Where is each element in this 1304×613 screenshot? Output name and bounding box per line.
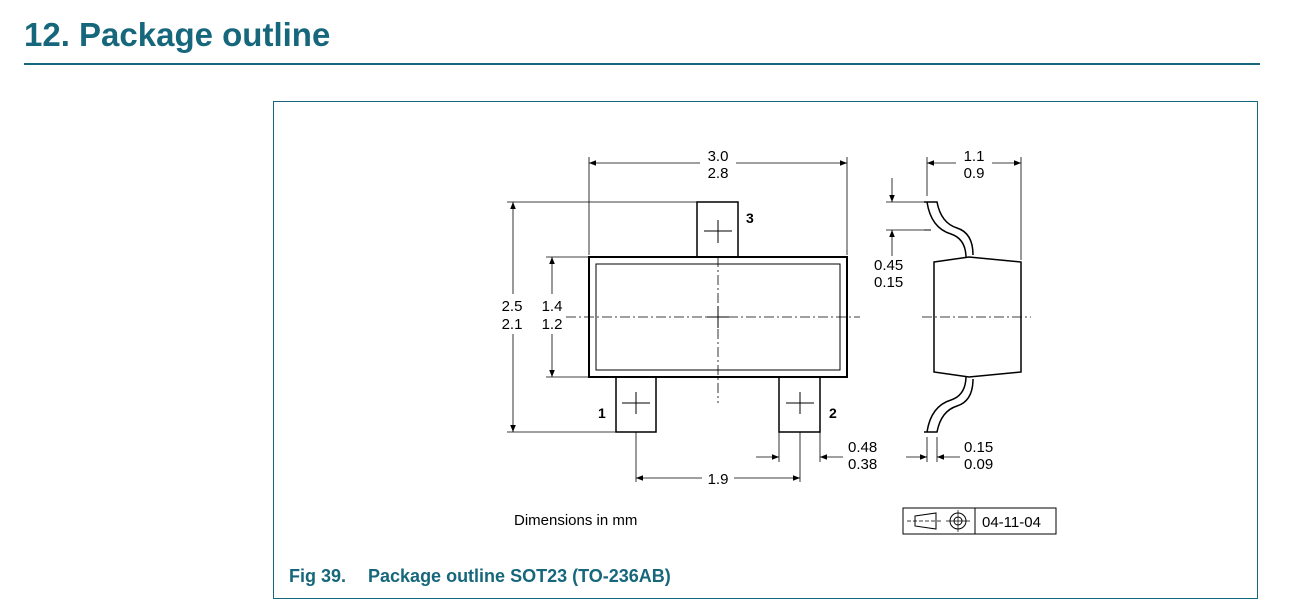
pin-3-label: 3 bbox=[746, 210, 754, 226]
pin-2-lead bbox=[778, 376, 821, 433]
pin-3-lead bbox=[696, 201, 739, 258]
projection-code: 04-11-04 bbox=[982, 514, 1041, 531]
truncated-cone-icon bbox=[914, 512, 937, 530]
title-divider bbox=[24, 63, 1260, 65]
section-title: 12. Package outline bbox=[24, 16, 331, 53]
dim-body-length-min: 2.8 bbox=[708, 165, 729, 182]
side-lead-lower bbox=[924, 378, 974, 433]
dim-pitch-label: 1.9 bbox=[708, 471, 729, 488]
dim-height-min: 0.9 bbox=[964, 165, 985, 182]
dim-body-width-max: 1.4 bbox=[542, 298, 563, 315]
pin-2-label: 2 bbox=[829, 405, 837, 421]
dim-body-width-min: 1.2 bbox=[542, 316, 563, 333]
figure-caption: Fig 39. Package outline SOT23 (TO-236AB) bbox=[289, 566, 671, 587]
dim-height-max: 1.1 bbox=[964, 148, 985, 165]
dim-overall-width-max: 2.5 bbox=[502, 298, 523, 315]
side-view bbox=[886, 157, 1031, 462]
side-lead-upper bbox=[924, 201, 974, 256]
dim-lead-width-min: 0.38 bbox=[848, 456, 877, 473]
projection-symbol bbox=[902, 507, 1057, 535]
side-body bbox=[933, 256, 1022, 378]
dim-body-length-max: 3.0 bbox=[708, 148, 729, 165]
dim-overall-width-min: 2.1 bbox=[502, 316, 523, 333]
dim-lead-width-max: 0.48 bbox=[848, 439, 877, 456]
dim-lead-thickness-min: 0.09 bbox=[964, 456, 993, 473]
dim-lead-foot-max: 0.45 bbox=[874, 257, 903, 274]
dim-lead-thickness-max: 0.15 bbox=[964, 439, 993, 456]
figure-number: Fig 39. bbox=[289, 566, 347, 586]
units-note: Dimensions in mm bbox=[514, 512, 637, 529]
figure-caption-text: Package outline SOT23 (TO-236AB) bbox=[368, 566, 671, 586]
top-view bbox=[507, 157, 860, 482]
figure-frame bbox=[273, 101, 1258, 599]
pin-1-label: 1 bbox=[598, 405, 606, 421]
dim-lead-foot-min: 0.15 bbox=[874, 274, 903, 291]
